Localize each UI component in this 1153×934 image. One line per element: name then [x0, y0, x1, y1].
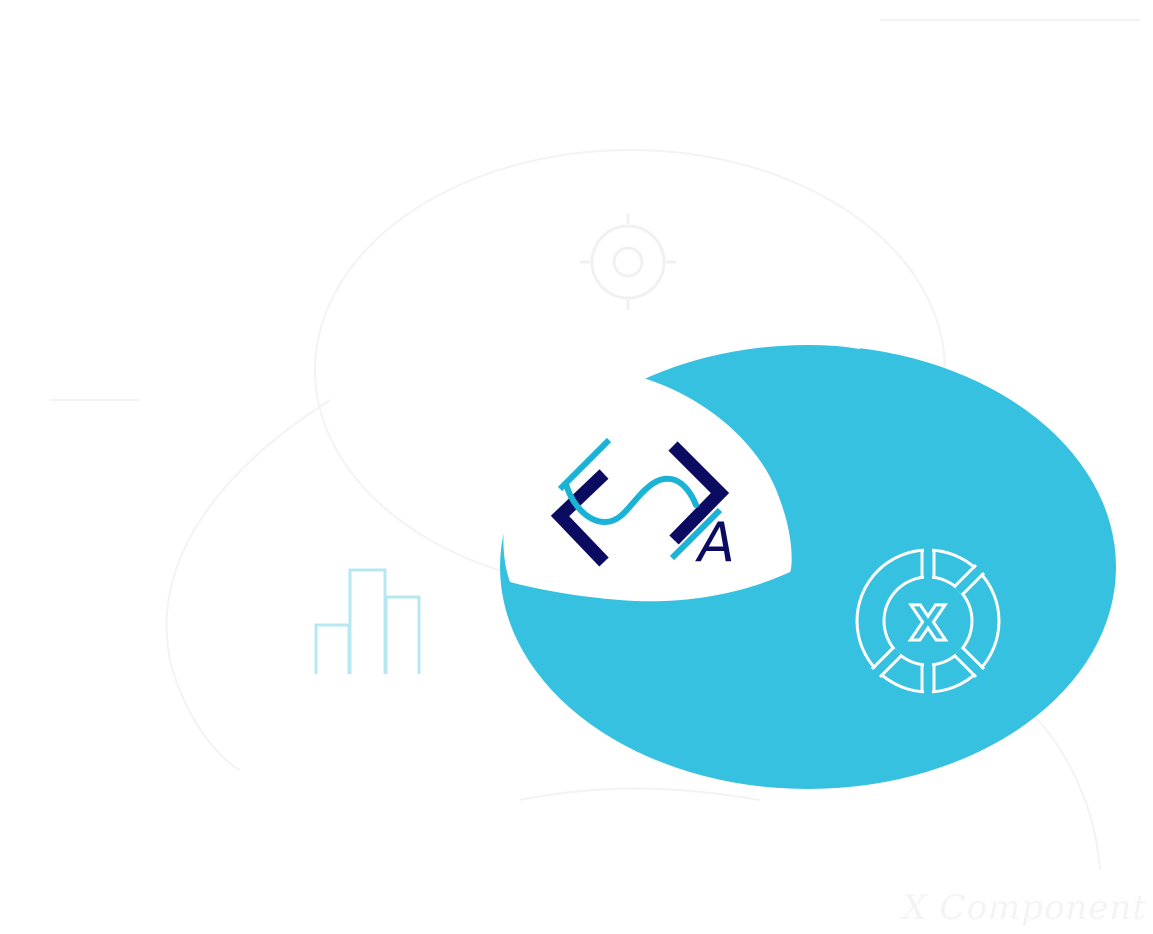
x-letter: X — [909, 596, 946, 652]
angle-brackets-icon — [550, 437, 730, 567]
bar-chart-outline-icon — [314, 568, 421, 674]
segmented-ring-x-icon: X — [855, 546, 1001, 696]
logo-mark: A — [550, 437, 735, 574]
s-curve — [563, 475, 699, 526]
faint-gear-icon — [580, 214, 676, 310]
blue-ellipse-highlight — [629, 341, 861, 361]
logo-letter: A — [695, 511, 735, 574]
caption-text: X Component — [902, 888, 1147, 928]
